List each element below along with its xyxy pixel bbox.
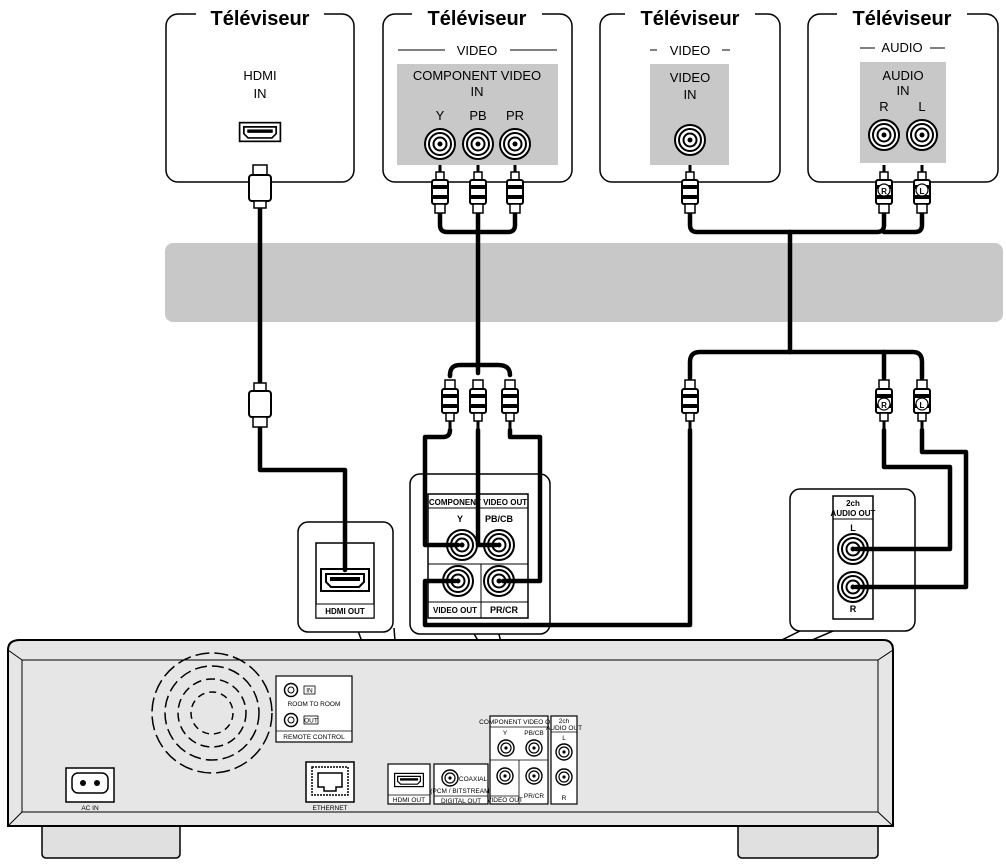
zoom-audio-out: 2ch AUDIO OUT L R: [789, 488, 916, 632]
plug-l-letter: L: [920, 187, 925, 196]
room-to-room-label: ROOM TO ROOM: [288, 701, 341, 708]
player-r-label: R: [562, 795, 567, 802]
player-y-jack-icon: [497, 739, 515, 757]
video-in-label: VIDEO: [670, 70, 710, 85]
plug-r-letter: R: [881, 187, 887, 196]
tv-title: Téléviseur: [211, 8, 310, 30]
ac-in-label: AC IN: [81, 805, 99, 812]
player-audio-r-jack-icon: [555, 768, 573, 786]
player-video-out-label: VIDEO OUT: [487, 797, 523, 804]
hdmi-socket-icon: [394, 772, 424, 788]
remote-control-block: IN ROOM TO ROOM OUT REMOTE CONTROL: [275, 675, 353, 743]
player-pr-jack-icon: [525, 767, 543, 785]
tv-title: Téléviseur: [853, 8, 952, 30]
component-in-label-2: IN: [471, 84, 484, 99]
video-out-label: VIDEO OUT: [433, 606, 477, 615]
plugs: R L R L: [248, 164, 931, 429]
player-component-header: COMPONENT VIDEO OUT: [479, 719, 559, 726]
player-y-label: Y: [503, 730, 508, 737]
player-l-label: L: [562, 735, 566, 742]
digital-out-label: DIGITAL OUT: [441, 798, 481, 805]
video-group-label: VIDEO: [670, 43, 710, 58]
remote-out-label: OUT: [304, 718, 318, 725]
jack-label-r: R: [879, 99, 888, 114]
video-in-label-2: IN: [684, 87, 697, 102]
hdmi-in-label: HDMI: [243, 68, 276, 83]
remote-control-label: REMOTE CONTROL: [283, 734, 345, 741]
audio-out-header-2: AUDIO OUT: [831, 509, 876, 518]
ethernet-port-icon: [305, 761, 355, 803]
tv-audio: Téléviseur AUDIO AUDIO IN R L: [807, 4, 999, 183]
hdmi-out-label: HDMI OUT: [325, 607, 365, 616]
player-hdmi-out: HDMI OUT: [387, 763, 431, 805]
component-pr-jack-icon: [499, 128, 531, 160]
jack-label-l: L: [918, 99, 925, 114]
hdmi-plug-icon: [248, 382, 272, 428]
component-pr-label: PR/CR: [490, 605, 519, 615]
component-y-jack-icon: [424, 128, 456, 160]
cables: [257, 202, 969, 628]
component-pb-jack-icon: [462, 128, 494, 160]
tv-title: Téléviseur: [641, 8, 740, 30]
remote-in-label: IN: [306, 688, 313, 695]
player-audio-out: 2ch AUDIO OUT L R: [546, 715, 582, 805]
player-component-out: COMPONENT VIDEO OUT Y PB/CB PR/CR VIDEO …: [479, 715, 559, 805]
player-pb-jack-icon: [525, 739, 543, 757]
audio-out-header-1: 2ch: [846, 499, 860, 508]
jack-label-y: Y: [436, 108, 445, 123]
player-audio-l-jack-icon: [555, 743, 573, 761]
coaxial-jack-icon: [441, 769, 459, 787]
player-audio-header-1: 2ch: [559, 718, 570, 725]
pcm-bitstream-label: (PCM / BITSTREAM): [430, 788, 491, 795]
hdmi-in-label-2: IN: [254, 86, 267, 101]
rca-plug-icon: [469, 379, 487, 429]
coaxial-label: COAXIAL: [459, 776, 488, 783]
audio-in-r-jack-icon: [868, 119, 900, 151]
ethernet-label: ETHERNET: [312, 805, 347, 812]
component-y-label: Y: [457, 514, 463, 524]
ac-in-socket-icon: [65, 767, 115, 803]
player-hdmi-out-label: HDMI OUT: [393, 797, 425, 804]
plug-r-letter: R: [881, 401, 887, 410]
tv-hdmi: Téléviseur HDMI IN: [165, 4, 355, 183]
hdmi-out-socket-icon: [320, 568, 370, 592]
player-pbcb-label: PB/CB: [524, 730, 544, 737]
hdmi-plug-icon: [248, 164, 272, 209]
fan-grille-icon: [151, 652, 273, 774]
rca-plug-icon: [441, 379, 459, 429]
audio-group-label: AUDIO: [881, 40, 922, 55]
audio-in-l-jack-icon: [906, 119, 938, 151]
plug-l-letter: L: [920, 401, 925, 410]
jack-label-pb: PB: [469, 108, 486, 123]
zoom-component-out: COMPONENT VIDEO OUT Y PB/CB VIDEO OUT PR…: [409, 473, 551, 635]
player-video-jack-icon: [496, 767, 514, 785]
audio-in-label-2: IN: [897, 83, 910, 98]
player-prcr-label: PR/CR: [524, 793, 545, 800]
player-digital-out: COAXIAL (PCM / BITSTREAM) DIGITAL OUT: [430, 763, 492, 805]
player-rear-panel: AC IN IN ROOM TO ROOM OUT REMOTE CONTROL…: [7, 639, 894, 859]
audio-out-l-label: L: [850, 523, 856, 533]
component-pb-label: PB/CB: [485, 514, 514, 524]
audio-out-r-label: R: [850, 604, 857, 614]
rca-plug-icon: [681, 379, 699, 429]
hdmi-in-socket-icon: [238, 121, 282, 143]
tv-component: Téléviseur VIDEO COMPONENT VIDEO IN Y PB…: [382, 4, 573, 183]
rca-plug-icon: [501, 379, 519, 429]
audio-in-label: AUDIO: [882, 68, 923, 83]
separator-band: [165, 243, 1003, 322]
component-in-label: COMPONENT VIDEO: [413, 68, 541, 83]
player-audio-header-2: AUDIO OUT: [546, 725, 582, 732]
video-in-jack-icon: [674, 124, 706, 156]
video-group-label: VIDEO: [457, 43, 497, 58]
tv-composite: Téléviseur VIDEO VIDEO IN: [599, 4, 781, 183]
tv-title: Téléviseur: [428, 8, 527, 30]
jack-label-pr: PR: [506, 108, 524, 123]
